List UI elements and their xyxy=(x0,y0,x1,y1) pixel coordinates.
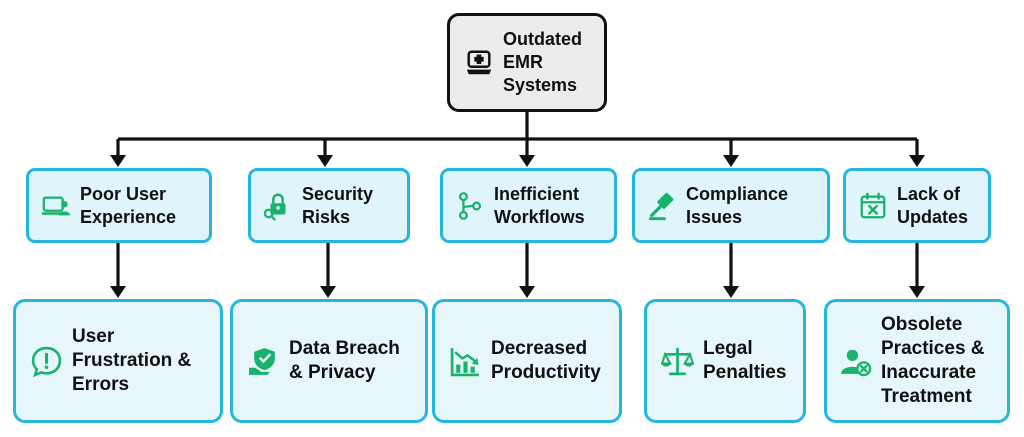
category-lack-of-updates: Lack of Updates xyxy=(843,168,991,243)
arrowhead xyxy=(519,155,535,167)
arrowhead xyxy=(110,286,126,298)
chart-down-icon xyxy=(449,345,482,378)
effect-label: Decreased Productivity xyxy=(491,338,601,383)
chat-exclamation-icon xyxy=(30,345,63,378)
lock-key-icon xyxy=(263,191,293,221)
category-compliance-issues: Compliance Issues xyxy=(632,168,830,243)
laptop-user-icon xyxy=(41,191,71,221)
arrowhead xyxy=(110,155,126,167)
arrowhead xyxy=(723,155,739,167)
hand-shield-icon xyxy=(247,345,280,378)
arrowhead xyxy=(909,155,925,167)
category-poor-user-experience: Poor User Experience xyxy=(26,168,212,243)
root-node: Outdated EMR Systems xyxy=(447,13,607,112)
category-label: Security Risks xyxy=(302,183,374,227)
effect-legal-penalties: Legal Penalties xyxy=(644,299,806,423)
category-security-risks: Security Risks xyxy=(248,168,410,243)
category-label: Lack of Updates xyxy=(897,183,969,227)
doctor-x-icon xyxy=(839,345,872,378)
effect-label: Data Breach & Privacy xyxy=(289,338,400,383)
effect-data-breach: Data Breach & Privacy xyxy=(230,299,428,423)
category-label: Inefficient Workflows xyxy=(494,183,585,227)
category-label: Poor User Experience xyxy=(80,183,177,227)
arrowhead xyxy=(909,286,925,298)
branch-icon xyxy=(455,191,485,221)
arrowhead xyxy=(317,155,333,167)
calendar-x-icon xyxy=(858,191,888,221)
category-label: Compliance Issues xyxy=(686,183,789,227)
root-label: Outdated EMR Systems xyxy=(503,29,582,95)
scales-icon xyxy=(661,345,694,378)
laptop-medical-icon xyxy=(464,48,494,78)
effect-obsolete-practices: Obsolete Practices & Inaccurate Treatmen… xyxy=(824,299,1010,423)
arrowhead xyxy=(320,286,336,298)
arrowhead xyxy=(723,286,739,298)
effect-label: Obsolete Practices & Inaccurate Treatmen… xyxy=(881,314,985,407)
arrowhead xyxy=(519,286,535,298)
effect-label: Legal Penalties xyxy=(703,338,787,383)
gavel-icon xyxy=(647,191,677,221)
effect-label: User Frustration & Errors xyxy=(72,326,192,395)
effect-decreased-productivity: Decreased Productivity xyxy=(432,299,622,423)
category-inefficient-workflows: Inefficient Workflows xyxy=(440,168,617,243)
effect-user-frustration: User Frustration & Errors xyxy=(13,299,223,423)
